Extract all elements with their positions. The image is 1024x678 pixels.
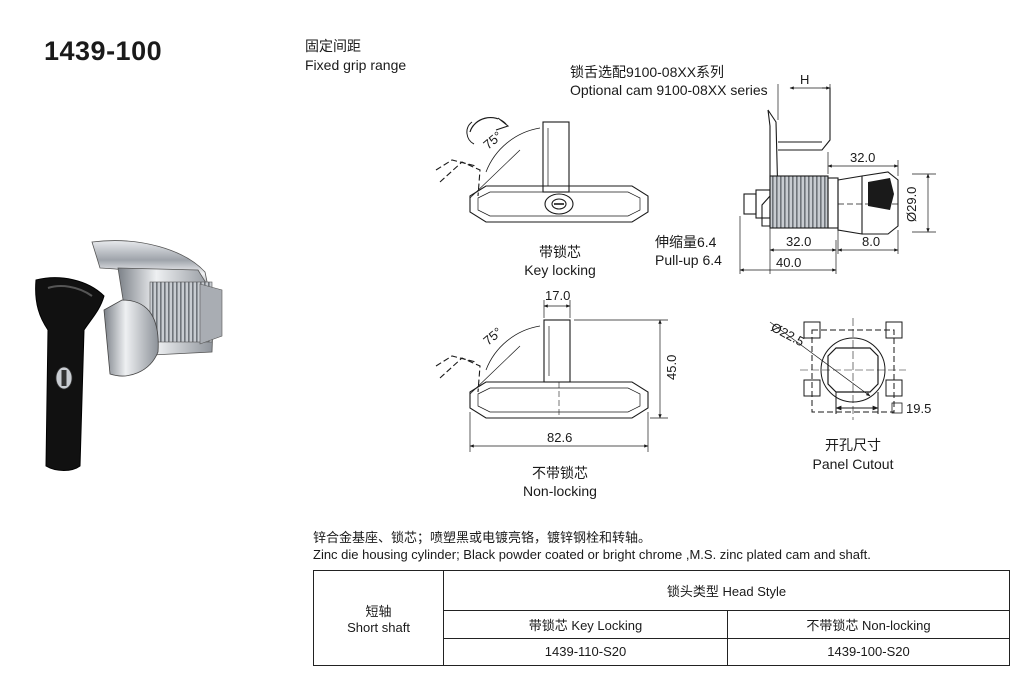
- row-header-cell: 短轴 Short shaft: [313, 570, 444, 666]
- spec-table: 短轴 Short shaft 锁头类型 Head Style 带锁芯 Key L…: [313, 569, 1010, 667]
- side-view-dimensions: [739, 84, 936, 274]
- cam-note-en: Optional cam 9100-08XX series: [570, 82, 768, 98]
- dim-82-6: 82.6: [547, 430, 572, 445]
- dim-dia22-5: Ø22.5: [769, 319, 807, 349]
- col-non-locking: 不带锁芯 Non-locking: [727, 610, 1010, 639]
- pullup-label-en: Pull-up 6.4: [655, 252, 722, 268]
- row-header-en: Short shaft: [347, 620, 410, 635]
- dim-dia29: Ø29.0: [904, 187, 919, 222]
- material-text-cn: 锌合金基座、锁芯；喷塑黑或电镀亮铬，镀锌钢栓和转轴。: [313, 530, 652, 545]
- dim-32-top: 32.0: [850, 150, 875, 165]
- material-text-en: Zinc die housing cylinder; Black powder …: [313, 547, 871, 562]
- row-header-cn: 短轴: [365, 604, 392, 619]
- non-locking-angle: 75°: [480, 324, 505, 348]
- dim-45: 45.0: [664, 355, 679, 380]
- non-locking-view: [435, 319, 649, 419]
- non-locking-label-en: Non-locking: [523, 483, 597, 499]
- dim-17: 17.0: [545, 288, 570, 303]
- cutout-label-en: Panel Cutout: [812, 456, 894, 472]
- cutout-label-cn: 开孔尺寸: [825, 437, 881, 453]
- key-locking-label-cn: 带锁芯: [539, 244, 581, 260]
- key-locking-view: [435, 116, 649, 223]
- val-key-locking: 1439-110-S20: [443, 637, 728, 667]
- product-photo: [35, 240, 223, 471]
- grip-label-cn: 固定间距: [305, 38, 361, 54]
- val-non-locking: 1439-100-S20: [727, 637, 1010, 667]
- side-view: [743, 87, 899, 235]
- dim-sq19-5: 19.5: [906, 401, 931, 416]
- col-key-locking: 带锁芯 Key Locking: [443, 610, 728, 639]
- dim-40: 40.0: [776, 255, 801, 270]
- panel-cutout-view: [769, 318, 906, 420]
- non-locking-dimensions: [469, 300, 668, 452]
- part-number: 1439-100: [44, 36, 163, 66]
- key-locking-label-en: Key locking: [524, 262, 596, 278]
- non-locking-label-cn: 不带锁芯: [532, 465, 588, 481]
- dim-32-bottom: 32.0: [786, 234, 811, 249]
- pullup-label-cn: 伸缩量6.4: [655, 234, 717, 250]
- dim-H: H: [800, 72, 809, 87]
- head-style-header: 锁头类型 Head Style: [443, 569, 1010, 612]
- dim-8: 8.0: [862, 234, 880, 249]
- grip-label-en: Fixed grip range: [305, 57, 407, 73]
- cam-note-cn: 锁舌选配9100-08XX系列: [570, 64, 725, 80]
